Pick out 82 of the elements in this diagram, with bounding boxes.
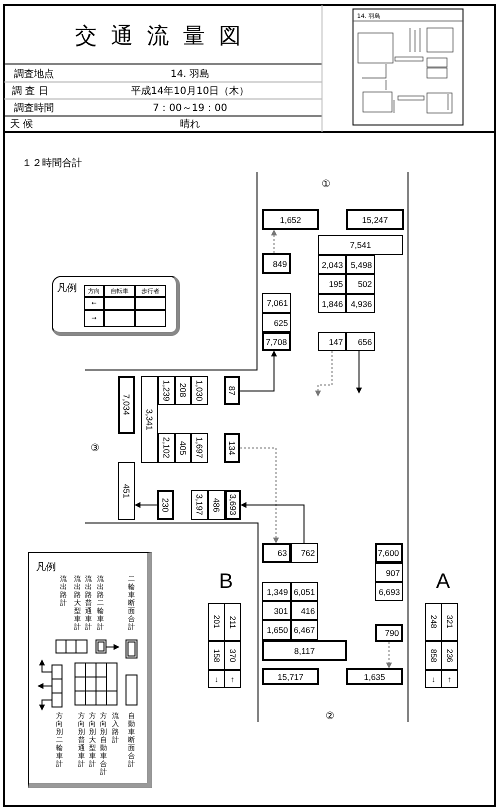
count-box: 6,693 [375, 582, 403, 601]
field-value: 晴れ [179, 118, 201, 131]
count-box: 451 [118, 462, 135, 520]
count-box: 3,693 [225, 490, 241, 520]
arrow [356, 350, 362, 394]
table-cell: 321 [441, 603, 458, 641]
table-cell: 201 [208, 603, 225, 641]
count-box: 1,239 [158, 376, 175, 405]
table-cell: ↑ [224, 670, 241, 688]
field-value: 平成14年10月10日（木） [130, 84, 250, 99]
count-box: 6,051 [291, 582, 318, 601]
table-cell: 858 [425, 641, 442, 670]
count-box: 134 [224, 433, 240, 463]
field-value: 14. 羽島 [169, 68, 211, 82]
table-cell: ↓ [208, 670, 225, 688]
count-box: 15,717 [262, 668, 319, 685]
table-cell: ↑ [441, 670, 458, 688]
arrow [240, 448, 279, 544]
count-box: 195 [318, 274, 346, 294]
table-cell: ↓ [425, 670, 442, 688]
count-box: 405 [175, 433, 191, 463]
count-box: 8,117 [262, 640, 347, 661]
table-cell: 211 [224, 603, 241, 641]
count-box: 230 [157, 490, 174, 520]
count-box: 625 [262, 313, 291, 332]
field-label: 調査地点 [14, 68, 55, 82]
section-heading: １２時間合計 [22, 156, 83, 170]
count-box: 416 [291, 601, 318, 620]
count-box: 147 [318, 332, 346, 351]
count-box: 3,197 [191, 490, 208, 520]
count-box: 4,936 [346, 294, 375, 313]
count-box: 502 [346, 274, 375, 294]
count-box: 849 [262, 253, 291, 274]
count-box: 1,652 [262, 209, 319, 230]
count-box: 3,341 [141, 376, 158, 463]
table-cell: 236 [441, 641, 458, 670]
count-box: 7,600 [375, 543, 403, 563]
count-box: 2,043 [318, 255, 346, 274]
count-box: 486 [208, 490, 225, 520]
count-box: 1,650 [262, 620, 291, 640]
field-label: 天 候 [10, 118, 34, 131]
arrow [240, 502, 304, 544]
circled-number: ① [320, 178, 332, 192]
arrow [240, 350, 277, 392]
count-box: 208 [175, 376, 191, 405]
count-box: 1,030 [191, 376, 208, 405]
count-box: 87 [224, 376, 240, 405]
count-box: 656 [346, 332, 375, 351]
count-box: 6,467 [291, 620, 318, 640]
count-box: 1,846 [318, 294, 346, 313]
table-cell: 158 [208, 641, 225, 670]
count-box: 790 [375, 624, 403, 642]
count-box: 1,635 [346, 668, 403, 685]
count-box: 7,708 [262, 332, 291, 351]
field-label: 調 査 日 [12, 84, 50, 99]
table-cell: 248 [425, 603, 442, 641]
approach-letter: B [218, 570, 234, 594]
title: 交通流量図 [74, 23, 256, 50]
legend-heading: 凡例 [36, 561, 57, 575]
circled-number: ② [324, 710, 336, 724]
table-cell: 370 [224, 641, 241, 670]
count-box: 63 [262, 543, 291, 563]
arrow [386, 642, 392, 669]
count-box: 1,697 [191, 433, 208, 463]
legend-heading: 凡例 [57, 282, 78, 295]
count-box: 2,102 [158, 433, 175, 463]
circled-number: ③ [90, 442, 100, 456]
field-label: 調査時間 [14, 102, 55, 116]
count-box: 5,498 [346, 255, 375, 274]
count-box: 7,061 [262, 293, 291, 313]
count-box: 301 [262, 601, 291, 620]
count-box: 7,034 [118, 376, 135, 434]
count-box: 15,247 [346, 209, 404, 230]
count-box: 1,349 [262, 582, 291, 601]
count-box: 907 [375, 563, 403, 582]
count-box: 762 [291, 543, 318, 563]
count-box: 7,541 [318, 235, 403, 255]
arrow [134, 502, 158, 508]
approach-letter: A [434, 570, 451, 594]
field-value: 7：00～19：00 [152, 102, 228, 116]
arrow [271, 229, 277, 254]
arrow [315, 350, 332, 397]
